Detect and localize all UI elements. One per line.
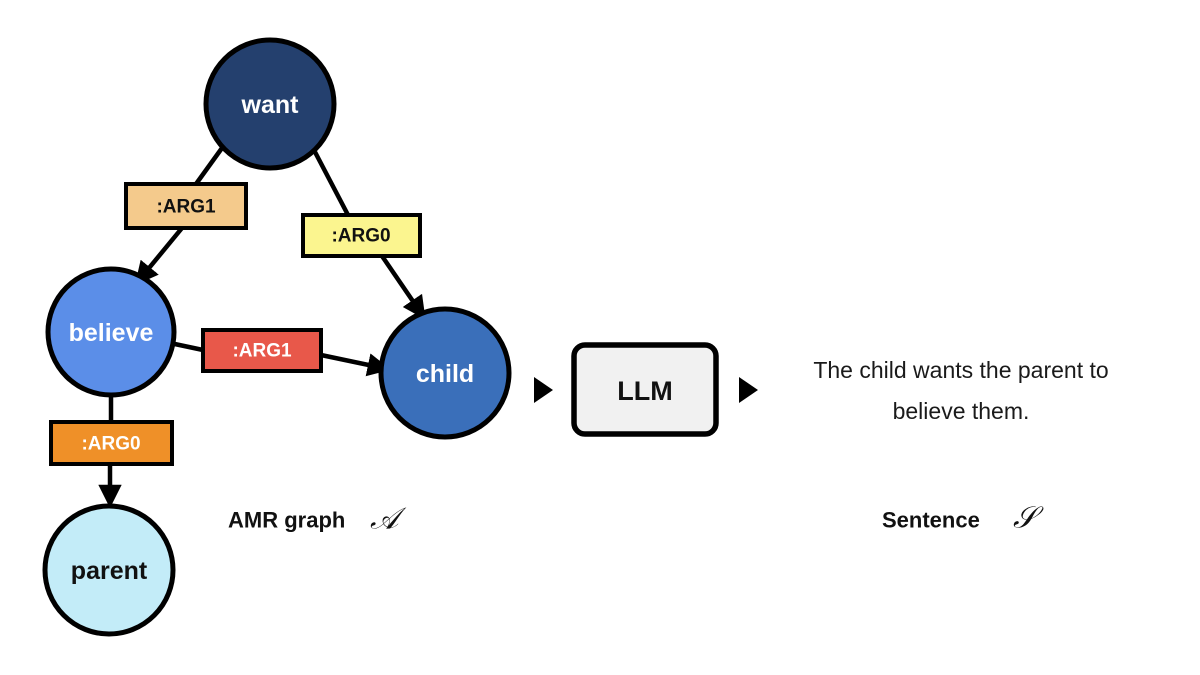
edge-box-believe-arg0[interactable] bbox=[49, 420, 174, 466]
node-label-parent: parent bbox=[71, 557, 148, 585]
amr-graph-caption-text: AMR graph bbox=[228, 508, 345, 533]
graph-node-believe[interactable]: believe bbox=[45, 266, 177, 398]
node-label-believe: believe bbox=[69, 319, 154, 347]
node-circle-want[interactable] bbox=[203, 37, 337, 171]
node-circle-believe[interactable] bbox=[45, 266, 177, 398]
edge-line-arg1-to-believe bbox=[134, 226, 184, 286]
edge-label-want-arg1[interactable]: :ARG1 bbox=[124, 182, 248, 230]
edge-line-want-to-arg1 bbox=[194, 146, 224, 186]
edge-line-want-to-arg0 bbox=[313, 150, 350, 217]
node-label-child: child bbox=[416, 360, 474, 388]
edge-label-believe-arg0[interactable]: :ARG0 bbox=[49, 420, 174, 466]
edge-line-arg1-to-child bbox=[320, 352, 391, 377]
edge-label-text-believe-arg0: :ARG0 bbox=[81, 434, 140, 455]
amr-graph-caption-symbol: 𝒜 bbox=[370, 502, 407, 537]
flow-arrow-graph-to-llm-icon bbox=[534, 377, 553, 403]
graph-node-want[interactable]: want bbox=[203, 37, 337, 171]
graph-node-child[interactable]: child bbox=[378, 306, 512, 440]
edge-label-text-want-arg0: :ARG0 bbox=[331, 226, 390, 247]
edge-label-believe-arg1[interactable]: :ARG1 bbox=[201, 328, 323, 373]
node-label-want: want bbox=[241, 91, 300, 119]
sentence-caption: Sentence 𝒮 bbox=[882, 501, 1044, 536]
node-circle-child[interactable] bbox=[378, 306, 512, 440]
sentence-line-2: believe them. bbox=[893, 398, 1030, 424]
amr-graph-caption: AMR graph 𝒜 bbox=[228, 502, 407, 537]
flow-arrow-llm-to-sentence-icon bbox=[739, 377, 758, 403]
sentence-caption-symbol: 𝒮 bbox=[1013, 501, 1044, 536]
edge-box-believe-arg1[interactable] bbox=[201, 328, 323, 373]
llm-box-rect[interactable] bbox=[571, 342, 719, 437]
graph-node-parent[interactable]: parent bbox=[42, 503, 176, 637]
sentence-line-1: The child wants the parent to bbox=[813, 357, 1108, 383]
llm-box[interactable]: LLM bbox=[571, 342, 719, 437]
edge-line-believe-to-arg1 bbox=[169, 340, 204, 353]
edge-label-text-believe-arg1: :ARG1 bbox=[232, 341, 292, 362]
edge-label-want-arg0[interactable]: :ARG0 bbox=[301, 213, 422, 258]
node-circle-parent[interactable] bbox=[42, 503, 176, 637]
llm-box-label: LLM bbox=[617, 376, 672, 406]
sentence-caption-text: Sentence bbox=[882, 508, 980, 533]
edge-label-text-want-arg1: :ARG1 bbox=[156, 197, 216, 218]
edge-lines bbox=[98, 146, 426, 509]
edge-box-want-arg0[interactable] bbox=[301, 213, 422, 258]
edge-line-arg0-to-child bbox=[380, 254, 426, 320]
edge-box-want-arg1[interactable] bbox=[124, 182, 248, 230]
sentence-output: The child wants the parent to believe th… bbox=[813, 357, 1108, 424]
